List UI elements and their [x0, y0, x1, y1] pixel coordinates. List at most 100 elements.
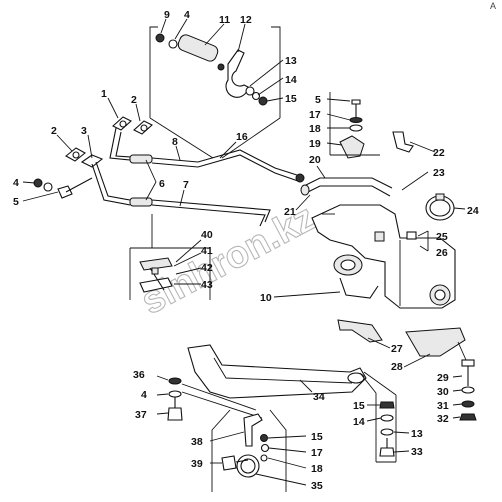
callout-27: 27	[391, 343, 403, 355]
sleeve-11	[177, 34, 219, 62]
plate-43	[139, 277, 173, 293]
callout-2: 2	[131, 94, 137, 106]
lower-clamp-group	[209, 409, 307, 492]
flange-3	[80, 154, 104, 168]
left-pipe-assembly	[22, 97, 305, 300]
nut-end	[217, 63, 225, 71]
callout-39: 39	[191, 458, 203, 470]
bracket-42	[139, 257, 173, 271]
washer-30	[461, 386, 475, 394]
pipe-lower	[91, 163, 131, 206]
callout-6: 6	[159, 178, 165, 190]
callout-9: 9	[164, 9, 170, 21]
lower-right-stack	[359, 371, 410, 463]
callout-18: 18	[311, 463, 323, 475]
callout-29: 29	[437, 372, 449, 384]
outlet-pipe	[339, 277, 379, 299]
callout-15: 15	[353, 400, 365, 412]
callout-31: 31	[437, 400, 449, 412]
clip-22	[392, 131, 414, 153]
callout-33: 33	[411, 446, 423, 458]
bracket-28	[405, 327, 466, 357]
hose-6a	[129, 154, 153, 164]
callout-17: 17	[311, 447, 323, 459]
callout-5: 5	[315, 94, 321, 106]
bolt-5-right	[351, 99, 361, 105]
callout-40: 40	[201, 229, 213, 241]
callout-23: 23	[433, 167, 445, 179]
callout-17: 17	[309, 109, 321, 121]
callout-28: 28	[391, 361, 403, 373]
washer-13	[245, 86, 255, 96]
washer-14-lower	[380, 414, 394, 422]
nut-15	[258, 96, 268, 106]
callout-35: 35	[311, 480, 323, 492]
corner-mark: A	[490, 1, 496, 11]
callout-11: 11	[219, 14, 230, 26]
right-fittings	[295, 92, 466, 221]
hose-6b	[129, 197, 153, 207]
callout-4: 4	[184, 9, 190, 21]
washer-13-lower	[380, 428, 394, 436]
washer-4-lower	[168, 390, 182, 398]
callout-20: 20	[309, 154, 321, 166]
callout-16: 16	[236, 131, 248, 143]
exhaust-muffler	[273, 204, 456, 309]
callout-36: 36	[133, 369, 145, 381]
washer-36	[168, 377, 182, 385]
hose-20	[303, 177, 393, 189]
callout-19: 19	[309, 138, 321, 150]
bolt-33	[379, 447, 395, 457]
brace-34	[187, 344, 367, 399]
callout-5: 5	[13, 196, 19, 208]
callout-12: 12	[240, 14, 252, 26]
callout-3: 3	[81, 125, 87, 137]
callout-22: 22	[433, 147, 445, 159]
callout-25: 25	[436, 231, 448, 243]
manifold-body	[311, 204, 456, 309]
callout-30: 30	[437, 386, 449, 398]
nut-32	[459, 413, 477, 421]
callout-13: 13	[411, 428, 423, 440]
washer-17-clamp	[260, 443, 270, 453]
callout-15: 15	[285, 93, 297, 105]
nut-15-lower	[379, 401, 395, 409]
gasket-25	[374, 231, 385, 242]
callout-18: 18	[309, 123, 321, 135]
washer-4-left	[33, 178, 43, 188]
callout-4: 4	[13, 177, 19, 189]
bolt-5-left	[57, 185, 73, 199]
lower-left-bolt	[156, 375, 263, 421]
callout-2: 2	[51, 125, 57, 137]
callout-26: 26	[436, 247, 448, 259]
pipe-8-16	[151, 149, 301, 177]
callout-15: 15	[311, 431, 323, 443]
washer-18-clamp	[260, 454, 268, 462]
nut-9	[155, 33, 165, 43]
callout-labels: 9 4 11 12 13 14 15 1 2 2 3 4 5 8 16 6 7 …	[13, 9, 479, 492]
callout-13: 13	[285, 55, 297, 67]
bracket-detail-40-43	[139, 239, 202, 293]
callout-21: 21	[284, 206, 296, 218]
washer-31	[461, 400, 475, 408]
pipe-7	[151, 199, 271, 223]
bracket-27	[337, 319, 383, 343]
brackets-27-28	[337, 319, 466, 368]
washer-18	[349, 124, 363, 132]
callout-4: 4	[141, 389, 147, 401]
callout-34: 34	[313, 391, 325, 403]
top-clamp-assembly	[149, 18, 284, 159]
callout-7: 7	[183, 179, 189, 191]
bracket-38	[243, 413, 263, 447]
bolt-37	[167, 407, 183, 421]
pipe-upper	[109, 127, 131, 161]
callout-8: 8	[172, 136, 178, 148]
callout-42: 42	[201, 262, 213, 274]
callout-43: 43	[201, 279, 213, 291]
callout-10: 10	[260, 292, 272, 304]
long-brace-34	[187, 344, 367, 399]
washer-14	[251, 91, 261, 101]
callout-14: 14	[285, 74, 297, 86]
callout-38: 38	[191, 436, 203, 448]
